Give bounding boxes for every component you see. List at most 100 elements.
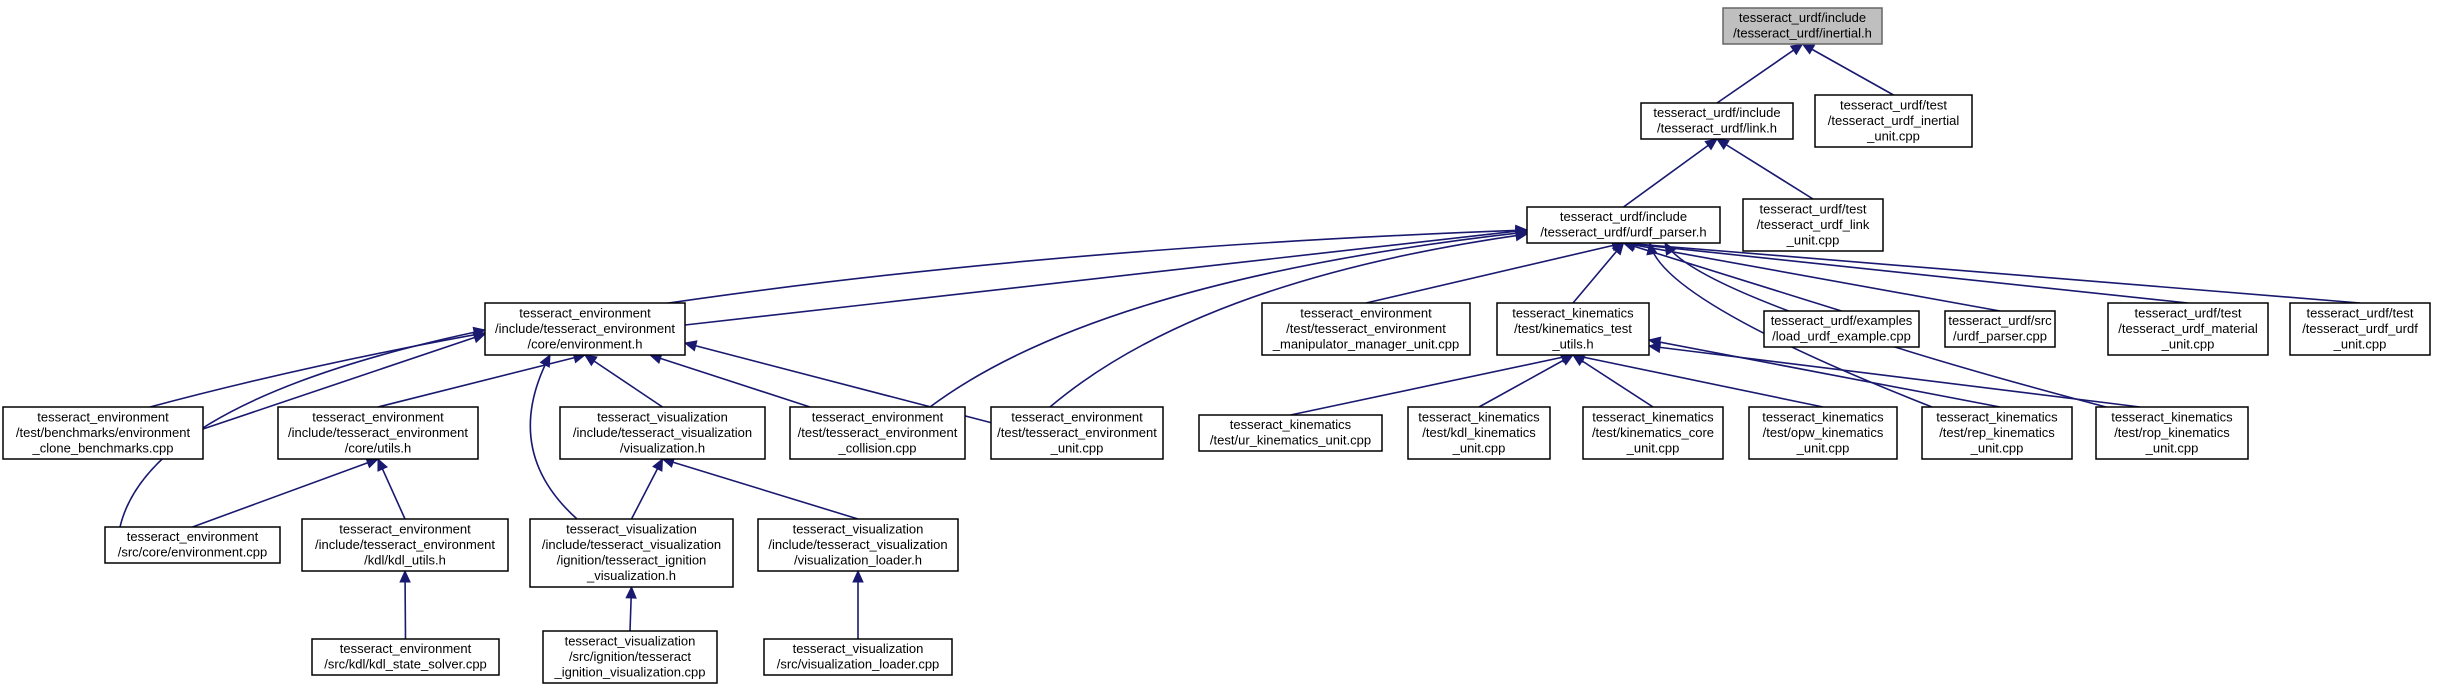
graph-node[interactable]: tesseract_environment/test/tesseract_env… [1261,302,1471,356]
node-label-line: /tesseract_urdf_link [1757,217,1870,232]
node-label-line: /ignition/tesseract_ignition [557,553,707,568]
node-box [1640,102,1794,140]
graph-node[interactable]: tesseract_kinematics/test/ur_kinematics_… [1198,414,1383,452]
node-box [2289,302,2431,356]
graph-node[interactable]: tesseract_environment/test/benchmarks/en… [2,406,204,460]
graph-node[interactable]: tesseract_kinematics/test/kinematics_cor… [1582,406,1724,460]
graph-node[interactable]: tesseract_kinematics/test/kinematics_tes… [1496,302,1650,356]
edge-line [929,231,1528,408]
graph-node[interactable]: tesseract_visualization/include/tesserac… [559,406,766,460]
node-label-line: _unit.cpp [2161,336,2215,351]
node-label-line: tesseract_kinematics [1512,305,1634,320]
edge-arrowhead [652,457,664,472]
edge-n25-to-n14 [630,457,664,520]
graph-node[interactable]: tesseract_kinematics/test/rop_kinematics… [2095,406,2249,460]
graph-node[interactable]: tesseract_visualization/include/tesserac… [757,518,959,572]
node-label-line: /include/tesseract_environment [315,537,495,552]
node-label-line: /test/kdl_kinematics [1422,425,1536,440]
graph-node[interactable]: tesseract_environment/test/tesseract_env… [789,406,966,460]
node-label-line: /urdf_parser.cpp [1953,329,2047,344]
edge-line [1572,354,1824,408]
edge-n15-to-n5 [648,353,811,408]
edge-n23-to-n5 [119,326,487,528]
edge-line [1365,242,1624,304]
edge-arrowhead [1715,138,1730,150]
node-label-line: tesseract_environment [340,641,472,656]
node-label-line: _unit.cpp [1452,440,1506,455]
graph-node[interactable]: tesseract_urdf/test/tesseract_urdf_urdf_… [2289,302,2431,356]
node-label-line: /include/tesseract_environment [495,321,675,336]
graph-node[interactable]: tesseract_environment/src/core/environme… [104,526,281,564]
node-label-line: tesseract_environment [37,409,169,424]
node-label-line: /test/kinematics_test [1514,321,1632,336]
graph-node[interactable]: tesseract_kinematics/test/rep_kinematics… [1921,406,2073,460]
edge-arrowhead [1646,241,1658,256]
edge-line [529,354,578,520]
node-label-line: _clone_benchmarks.cpp [32,440,174,455]
node-box [277,406,479,460]
node-label-line: /kdl/kdl_utils.h [364,552,446,567]
graph-node[interactable]: tesseract_visualization/src/visualizatio… [763,638,953,676]
node-label-line: tesseract_urdf/test [1760,201,1867,216]
node-label-line: tesseract_kinematics [1230,417,1352,432]
graph-node[interactable]: tesseract_urdf/include/tesseract_urdf/ur… [1526,206,1721,244]
node-box [1582,406,1724,460]
edge-line [199,333,486,431]
graph-node[interactable]: tesseract_kinematics/test/opw_kinematics… [1748,406,1898,460]
node-label-line: tesseract_urdf/test [1840,97,1947,112]
graph-node[interactable]: tesseract_environment/include/tesseract_… [277,406,479,460]
graph-node[interactable]: tesseract_kinematics/test/kdl_kinematics… [1407,406,1551,460]
node-label-line: _unit.cpp [2333,336,2387,351]
node-label-line: /include/tesseract_visualization [573,425,752,440]
node-label-line: tesseract_urdf/include [1560,209,1687,224]
edge-n6-to-n3 [1365,239,1625,304]
edge-n28-to-n25 [625,585,637,632]
edge-line [1716,138,1814,200]
node-label-line: /test/kinematics_core [1592,425,1714,440]
node-box [1748,406,1898,460]
edge-n4-to-n1 [1715,138,1814,200]
graph-node[interactable]: tesseract_urdf/examples/load_urdf_exampl… [1763,310,1920,348]
node-label-line: /test/opw_kinematics [1763,425,1884,440]
edge-n26-to-n14 [661,456,859,520]
graph-node[interactable]: tesseract_urdf/test/tesseract_urdf_inert… [1814,94,1973,148]
node-box [2107,302,2269,356]
node-label-line: /tesseract_urdf_urdf [2302,321,2418,336]
node-label-line: _manipulator_manager_unit.cpp [1272,336,1459,351]
node-box [757,518,959,572]
graph-node[interactable]: tesseract_urdf/src/urdf_parser.cpp [1944,310,2056,348]
node-label-line: /test/tesseract_environment [997,425,1157,440]
graph-node[interactable]: tesseract_urdf/include/tesseract_urdf/li… [1640,102,1794,140]
node-label-line: /include/tesseract_environment [288,425,468,440]
edge-line [1623,242,1842,312]
edge-arrowhead [1789,43,1804,56]
node-label-line: tesseract_urdf/include [1739,10,1866,25]
node-box [1742,198,1884,252]
node-box [1261,302,1471,356]
node-label-line: _unit.cpp [2145,440,2199,455]
node-label-line: _ignition_visualization.cpp [553,664,705,679]
node-label-line: /tesseract_urdf_material [2118,321,2258,336]
graph-node[interactable]: tesseract_visualization/include/tesserac… [529,518,734,588]
node-label-line: /core/environment.h [528,336,643,351]
graph-node[interactable]: tesseract_environment/include/tesseract_… [484,302,686,356]
graph-node[interactable]: tesseract_visualization/src/ignition/tes… [542,630,718,684]
edge-line [1478,354,1574,408]
node-box [1722,7,1883,45]
graph-root-node: tesseract_urdf/include/tesseract_urdf/in… [1722,7,1883,45]
edge-arrowhead [539,353,551,368]
graph-node[interactable]: tesseract_environment/src/kdl/kdl_state_… [311,638,500,676]
node-label-line: /test/tesseract_environment [1286,321,1446,336]
node-label-line: /src/ignition/tesseract [569,649,691,664]
node-label-line: tesseract_kinematics [2111,409,2233,424]
edge-arrowhead [1611,242,1625,256]
graph-node[interactable]: tesseract_urdf/test/tesseract_urdf_link_… [1742,198,1884,252]
graph-node[interactable]: tesseract_environment/test/tesseract_env… [990,406,1164,460]
node-label-line: /test/ur_kinematics_unit.cpp [1210,433,1371,448]
edge-n3-to-n1 [1623,138,1718,208]
graph-node[interactable]: tesseract_environment/include/tesseract_… [301,518,509,572]
node-label-line: tesseract_environment [519,305,651,320]
graph-node[interactable]: tesseract_urdf/test/tesseract_urdf_mater… [2107,302,2269,356]
edge-arrowhead [683,340,698,352]
node-label-line: /tesseract_urdf/urdf_parser.h [1540,225,1706,240]
